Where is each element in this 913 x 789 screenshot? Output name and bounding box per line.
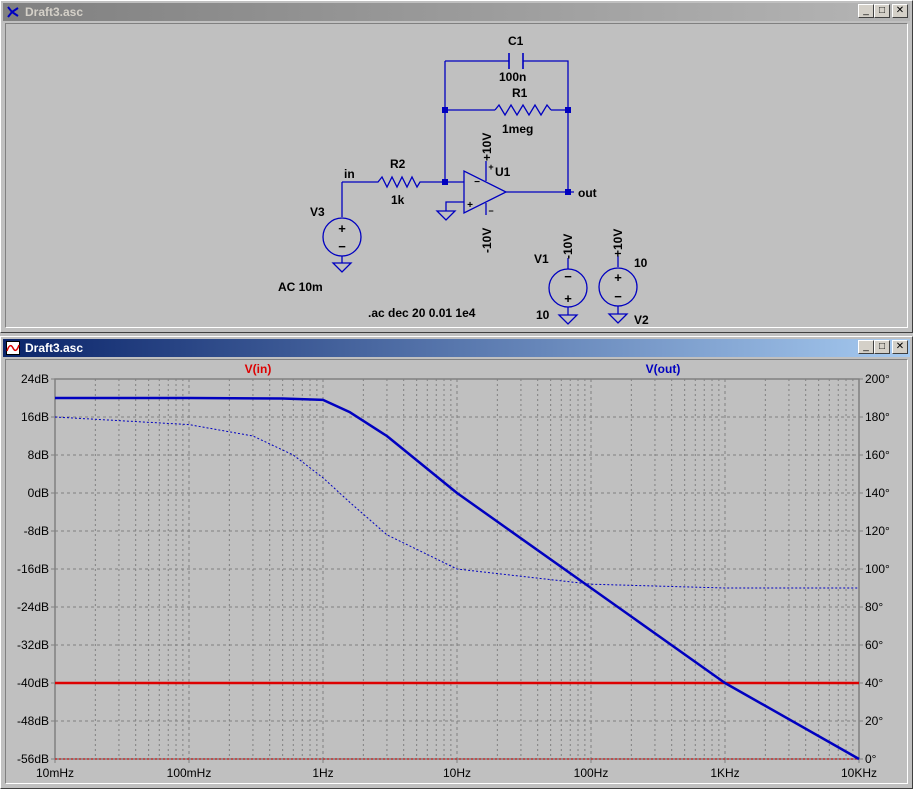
y-tick-label-left: 0dB bbox=[28, 486, 49, 500]
legend-label-vout[interactable]: V(out) bbox=[646, 362, 681, 376]
c1-name: C1 bbox=[508, 34, 524, 48]
close-icon: ✕ bbox=[895, 341, 905, 352]
plot-titlebar[interactable]: Draft3.asc _ □ ✕ bbox=[3, 339, 910, 357]
schematic-window[interactable]: Draft3.asc _ □ ✕ bbox=[0, 0, 913, 333]
maximize-button[interactable]: □ bbox=[874, 340, 890, 354]
r2-value: 1k bbox=[391, 193, 405, 207]
u1-neg-supply-label: -10V bbox=[480, 228, 494, 253]
trace-magnitude-vout bbox=[55, 396, 860, 761]
y-tick-label-right: 140° bbox=[865, 486, 890, 500]
y-tick-label-left: -32dB bbox=[17, 638, 49, 652]
minimize-icon: _ bbox=[863, 5, 869, 16]
close-button[interactable]: ✕ bbox=[892, 4, 908, 18]
x-tick-label: 10mHz bbox=[36, 766, 74, 780]
y-tick-label-left: -16dB bbox=[17, 562, 49, 576]
x-tick-label: 1KHz bbox=[710, 766, 739, 780]
v1-net-label: -10V bbox=[561, 234, 575, 259]
svg-text:−: − bbox=[474, 177, 480, 188]
maximize-icon: □ bbox=[878, 341, 886, 352]
y-tick-label-left: -56dB bbox=[17, 752, 49, 766]
minimize-icon: _ bbox=[863, 341, 869, 352]
y-tick-label-left: 8dB bbox=[28, 448, 49, 462]
trace-phase-vout bbox=[54, 416, 859, 589]
maximize-button[interactable]: □ bbox=[874, 4, 890, 18]
x-tick-label: 1Hz bbox=[312, 766, 333, 780]
v2-value: 10 bbox=[634, 256, 648, 270]
y-tick-label-right: 0° bbox=[865, 752, 877, 766]
x-tick-label: 10KHz bbox=[841, 766, 877, 780]
u1-pos-supply-label: +10V bbox=[480, 133, 494, 161]
ac-directive: .ac dec 20 0.01 1e4 bbox=[368, 306, 476, 320]
c1-value: 100n bbox=[499, 70, 526, 84]
schematic-titlebar[interactable]: Draft3.asc _ □ ✕ bbox=[3, 3, 910, 21]
svg-text:+: + bbox=[338, 221, 346, 236]
net-label-in: in bbox=[344, 167, 355, 181]
v3-name: V3 bbox=[310, 205, 325, 219]
plot-title: Draft3.asc bbox=[25, 341, 84, 355]
y-tick-label-right: 160° bbox=[865, 448, 890, 462]
svg-text:+: + bbox=[564, 291, 572, 306]
svg-text:+: + bbox=[614, 270, 622, 285]
r1-value: 1meg bbox=[502, 122, 533, 136]
x-tick-label: 100mHz bbox=[167, 766, 212, 780]
schematic-canvas[interactable]: +− −+ +− −+ +− C1 100n R1 1meg R2 1k in … bbox=[5, 23, 908, 328]
v3-value: AC 10m bbox=[278, 280, 323, 294]
v1-value: 10 bbox=[536, 308, 550, 322]
y-tick-label-right: 120° bbox=[865, 524, 890, 538]
v1-name: V1 bbox=[534, 252, 549, 266]
svg-text:−: − bbox=[488, 206, 493, 216]
y-tick-label-right: 200° bbox=[865, 372, 890, 386]
u1-name: U1 bbox=[495, 165, 511, 179]
r1-name: R1 bbox=[512, 86, 528, 100]
svg-text:+: + bbox=[488, 162, 493, 172]
x-tick-label: 10Hz bbox=[443, 766, 471, 780]
plot-window[interactable]: Draft3.asc _ □ ✕ 24dB 16dB 8dB 0dB -8dB -16dB… bbox=[0, 336, 913, 789]
minimize-button[interactable]: _ bbox=[858, 340, 874, 354]
y-tick-label-right: 20° bbox=[865, 714, 883, 728]
minimize-button[interactable]: _ bbox=[858, 4, 874, 18]
close-button[interactable]: ✕ bbox=[892, 340, 908, 354]
svg-text:−: − bbox=[338, 239, 346, 254]
y-tick-label-right: 80° bbox=[865, 600, 883, 614]
v2-net-label: +10V bbox=[611, 229, 625, 257]
r2-name: R2 bbox=[390, 157, 406, 171]
close-icon: ✕ bbox=[895, 5, 905, 16]
y-tick-label-left: -48dB bbox=[17, 714, 49, 728]
v2-name: V2 bbox=[634, 313, 649, 327]
y-tick-label-left: -24dB bbox=[17, 600, 49, 614]
bode-plot[interactable]: 24dB 16dB 8dB 0dB -8dB -16dB -24dB -32dB -40dB -4… bbox=[6, 360, 909, 785]
y-tick-label-right: 180° bbox=[865, 410, 890, 424]
y-tick-label-left: -8dB bbox=[24, 524, 49, 538]
ltspice-schematic-icon bbox=[5, 4, 21, 20]
y-tick-label-right: 100° bbox=[865, 562, 890, 576]
legend-label-vin[interactable]: V(in) bbox=[245, 362, 272, 376]
y-tick-label-left: -40dB bbox=[17, 676, 49, 690]
waveform-icon bbox=[5, 340, 21, 356]
y-tick-label-left: 16dB bbox=[21, 410, 49, 424]
svg-text:−: − bbox=[614, 289, 622, 304]
svg-text:−: − bbox=[564, 269, 572, 284]
maximize-icon: □ bbox=[878, 5, 886, 16]
y-tick-label-left: 24dB bbox=[21, 372, 49, 386]
y-tick-label-right: 60° bbox=[865, 638, 883, 652]
plot-canvas[interactable]: 24dB 16dB 8dB 0dB -8dB -16dB -24dB -32dB -40dB -4… bbox=[5, 359, 908, 784]
x-tick-label: 100Hz bbox=[574, 766, 609, 780]
y-tick-label-right: 40° bbox=[865, 676, 883, 690]
schematic-title: Draft3.asc bbox=[25, 5, 84, 19]
svg-text:+: + bbox=[467, 200, 473, 211]
net-label-out: out bbox=[578, 186, 597, 200]
